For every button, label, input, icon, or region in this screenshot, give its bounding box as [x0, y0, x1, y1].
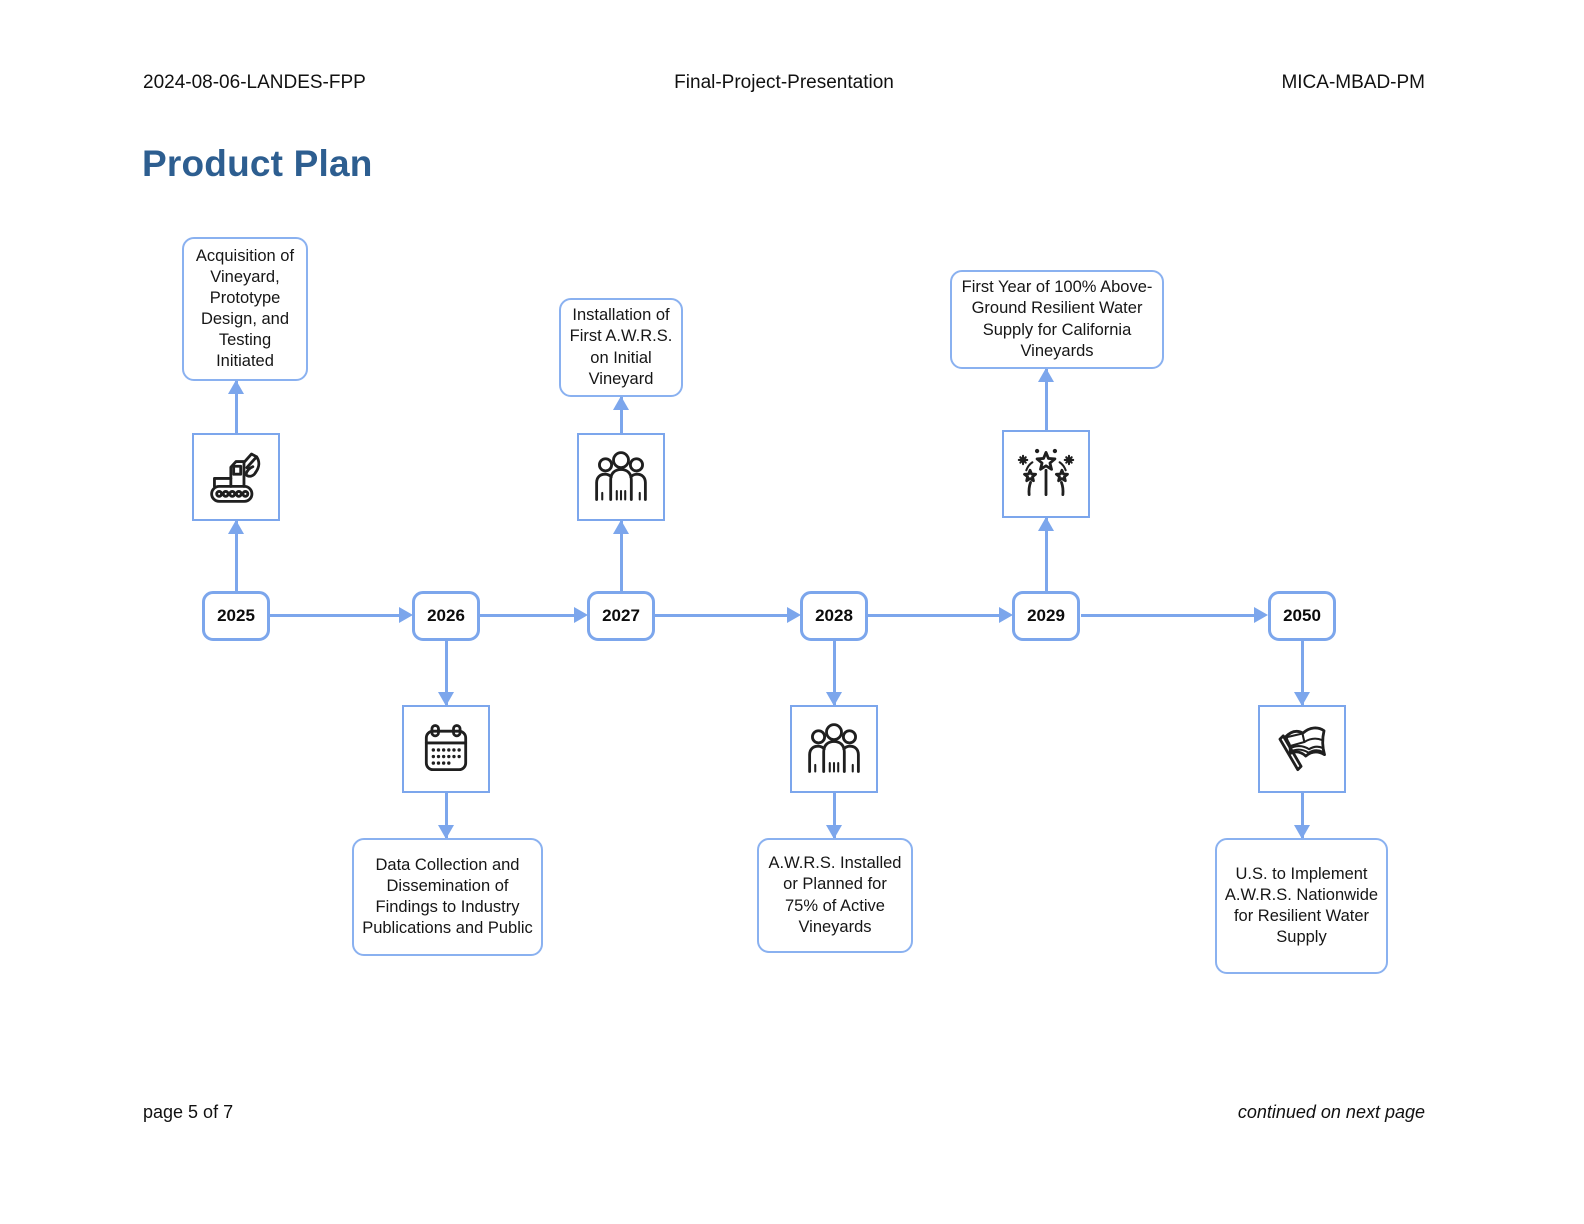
continued-label: continued on next page: [1237, 1102, 1425, 1122]
arrow-connector: [270, 607, 413, 623]
arrow-connector: [1081, 607, 1268, 623]
milestone-label: A.W.R.S. Installed or Planned for 75% of…: [768, 854, 902, 936]
flag-icon: [1278, 726, 1326, 772]
arrow-connector: [1038, 517, 1054, 591]
milestone-icon-box: [1002, 430, 1090, 518]
milestone-label-box: A.W.R.S. Installed or Planned for 75% of…: [757, 838, 913, 953]
page-header: 2024-08-06-LANDES-FPP Final-Project-Pres…: [143, 72, 1425, 94]
milestone-label: Data Collection and Dissemination of Fin…: [362, 855, 533, 938]
milestone-icon-box: [790, 705, 878, 793]
arrow-connector: [438, 641, 454, 706]
milestone-label-box: First Year of 100% Above-Ground Resilien…: [950, 270, 1164, 369]
year-node-2029: 2029: [1012, 591, 1080, 641]
page-number-label: page 5 of 7: [143, 1102, 234, 1122]
arrow-connector: [1294, 793, 1310, 839]
year-label: 2027: [602, 606, 640, 625]
milestone-icon-box: [402, 705, 490, 793]
milestone-label: Acquisition of Vineyard, Prototype Desig…: [195, 246, 295, 371]
arrow-connector: [1294, 641, 1310, 706]
arrow-connector: [826, 793, 842, 839]
arrow-connector: [613, 520, 629, 591]
year-node-2028: 2028: [800, 591, 868, 641]
milestone-label-box: Acquisition of Vineyard, Prototype Desig…: [182, 237, 308, 381]
year-node-2026: 2026: [412, 591, 480, 641]
year-label: 2025: [217, 606, 255, 625]
milestone-label-box: U.S. to Implement A.W.R.S. Nationwide fo…: [1215, 838, 1388, 974]
arrow-connector: [228, 380, 244, 433]
arrow-connector: [655, 607, 801, 623]
header-center-label: Final-Project-Presentation: [674, 72, 894, 93]
people-group-icon: [595, 451, 647, 501]
milestone-label: Installation of First A.W.R.S. on Initia…: [569, 306, 673, 388]
year-label: 2026: [427, 606, 465, 625]
people-group-icon: [808, 723, 860, 773]
page-title: Product Plan: [142, 143, 373, 184]
year-label: 2029: [1027, 606, 1065, 625]
year-node-2025: 2025: [202, 591, 270, 641]
year-label: 2028: [815, 606, 853, 625]
year-node-2027: 2027: [587, 591, 655, 641]
arrow-connector: [613, 396, 629, 433]
milestone-label-box: Installation of First A.W.R.S. on Initia…: [559, 298, 683, 397]
year-label: 2050: [1283, 606, 1321, 625]
arrow-connector: [826, 641, 842, 706]
year-node-2050: 2050: [1268, 591, 1336, 641]
milestone-label-box: Data Collection and Dissemination of Fin…: [352, 838, 543, 956]
arrow-connector: [480, 607, 588, 623]
arrow-connector: [228, 520, 244, 591]
arrow-connector: [1038, 368, 1054, 430]
header-right-label: MICA-MBAD-PM: [1281, 72, 1425, 93]
milestone-label: U.S. to Implement A.W.R.S. Nationwide fo…: [1224, 864, 1379, 947]
fireworks-icon: [1017, 448, 1075, 497]
header-left-label: 2024-08-06-LANDES-FPP: [143, 72, 366, 93]
milestone-icon-box: [1258, 705, 1346, 793]
arrow-connector: [438, 793, 454, 839]
calendar-icon: [424, 724, 468, 772]
page-footer: page 5 of 7 continued on next page: [143, 1102, 1425, 1123]
arrow-connector: [868, 607, 1013, 623]
milestone-icon-box: [577, 433, 665, 521]
excavator-icon: [210, 452, 261, 503]
milestone-icon-box: [192, 433, 280, 521]
milestone-label: First Year of 100% Above-Ground Resilien…: [961, 278, 1153, 360]
